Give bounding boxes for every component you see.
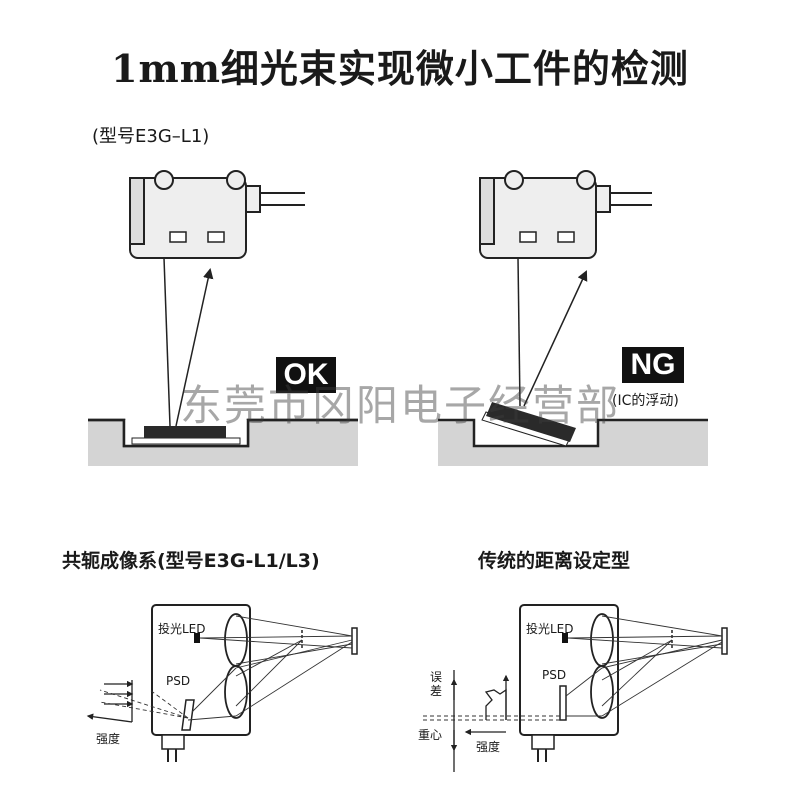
centroid-label-right: 重心 bbox=[418, 728, 443, 742]
model-label: (型号E3G–L1) bbox=[92, 126, 210, 147]
page-title: 1mm细光束实现微小工件的检测 bbox=[111, 46, 689, 91]
intensity-label-left: 强度 bbox=[96, 732, 121, 746]
right-heading: 传统的距离设定型 bbox=[478, 550, 631, 572]
error-label-right: 误差 bbox=[430, 670, 443, 698]
conjugate-diagram bbox=[86, 604, 358, 762]
reflected-beam-ng bbox=[523, 270, 588, 407]
conventional-diagram bbox=[420, 604, 728, 772]
ground-ng bbox=[438, 402, 708, 466]
intensity-label-right: 强度 bbox=[476, 740, 501, 754]
ng-note: (IC的浮动) bbox=[612, 393, 679, 409]
led-label-right: 投光LED bbox=[526, 622, 574, 636]
psd-label-left: PSD bbox=[166, 674, 191, 688]
reflected-beam-ok bbox=[175, 267, 214, 427]
left-heading: 共轭成像系(型号E3G-L1/L3) bbox=[62, 550, 320, 572]
sensor-ng bbox=[479, 170, 652, 259]
sensor-ok bbox=[129, 170, 305, 259]
emitted-beam-ok bbox=[163, 257, 171, 427]
emitted-beam-ng bbox=[517, 257, 521, 407]
psd-label-right: PSD bbox=[542, 668, 567, 682]
led-label-left: 投光LED bbox=[158, 622, 206, 636]
ground-ok bbox=[88, 418, 358, 466]
ok-badge: OK bbox=[276, 357, 336, 393]
ng-badge: NG bbox=[622, 347, 684, 383]
